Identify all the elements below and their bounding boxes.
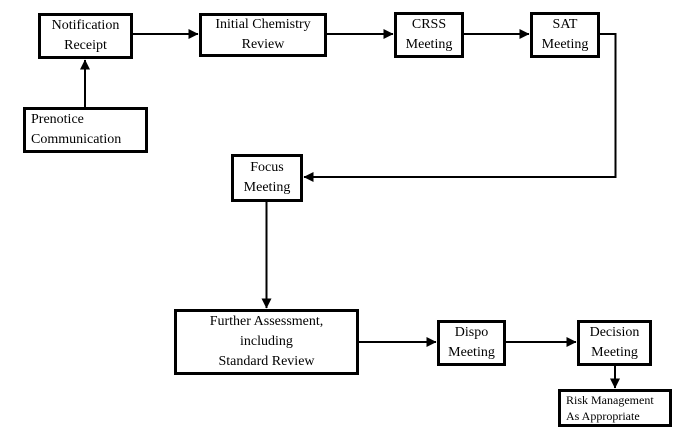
flow-box-initial-chemistry-review: Initial Chemistry Review — [199, 13, 327, 57]
box-label-line: including — [240, 334, 293, 349]
flow-box-notification-receipt: Notification Receipt — [38, 13, 133, 59]
flow-box-prenotice-communication: Prenotice Communication — [23, 107, 148, 153]
flow-box-dispo-meeting: Dispo Meeting — [437, 320, 506, 366]
box-label-line: Prenotice — [31, 112, 84, 127]
flow-box-decision-meeting: Decision Meeting — [577, 320, 652, 366]
box-label-line: Meeting — [591, 345, 638, 360]
flow-box-crss-meeting: CRSS Meeting — [394, 12, 464, 58]
box-label-line: Meeting — [405, 37, 453, 52]
box-label-line: Review — [241, 37, 285, 52]
box-label-line: Dispo — [454, 325, 489, 340]
box-label-line: CRSS — [411, 17, 447, 32]
box-label-line: Communication — [31, 132, 122, 147]
box-label-line: Notification — [51, 18, 120, 33]
box-label-line: Meeting — [448, 345, 495, 360]
box-label-line: Risk Management — [566, 393, 654, 407]
box-label-line: As Appropriate — [566, 409, 640, 423]
box-label-line: Initial Chemistry — [215, 17, 311, 32]
box-label-line: Meeting — [541, 37, 589, 52]
flow-box-further-assessment: Further Assessment, including Standard R… — [174, 309, 359, 375]
box-label-line: Decision — [589, 325, 640, 340]
flow-box-sat-meeting: SAT Meeting — [530, 12, 600, 58]
flow-box-focus-meeting: Focus Meeting — [231, 154, 303, 202]
edge-sat-to-focus — [303, 33, 617, 182]
box-label-line: Receipt — [64, 38, 107, 53]
flow-box-risk-management: Risk Management As Appropriate — [558, 389, 672, 427]
box-label-line: Further Assessment, — [209, 314, 324, 329]
box-label-line: Standard Review — [218, 354, 315, 369]
box-label-line: Meeting — [243, 180, 291, 195]
box-label-line: Focus — [250, 160, 284, 175]
box-label-line: SAT — [552, 17, 578, 32]
